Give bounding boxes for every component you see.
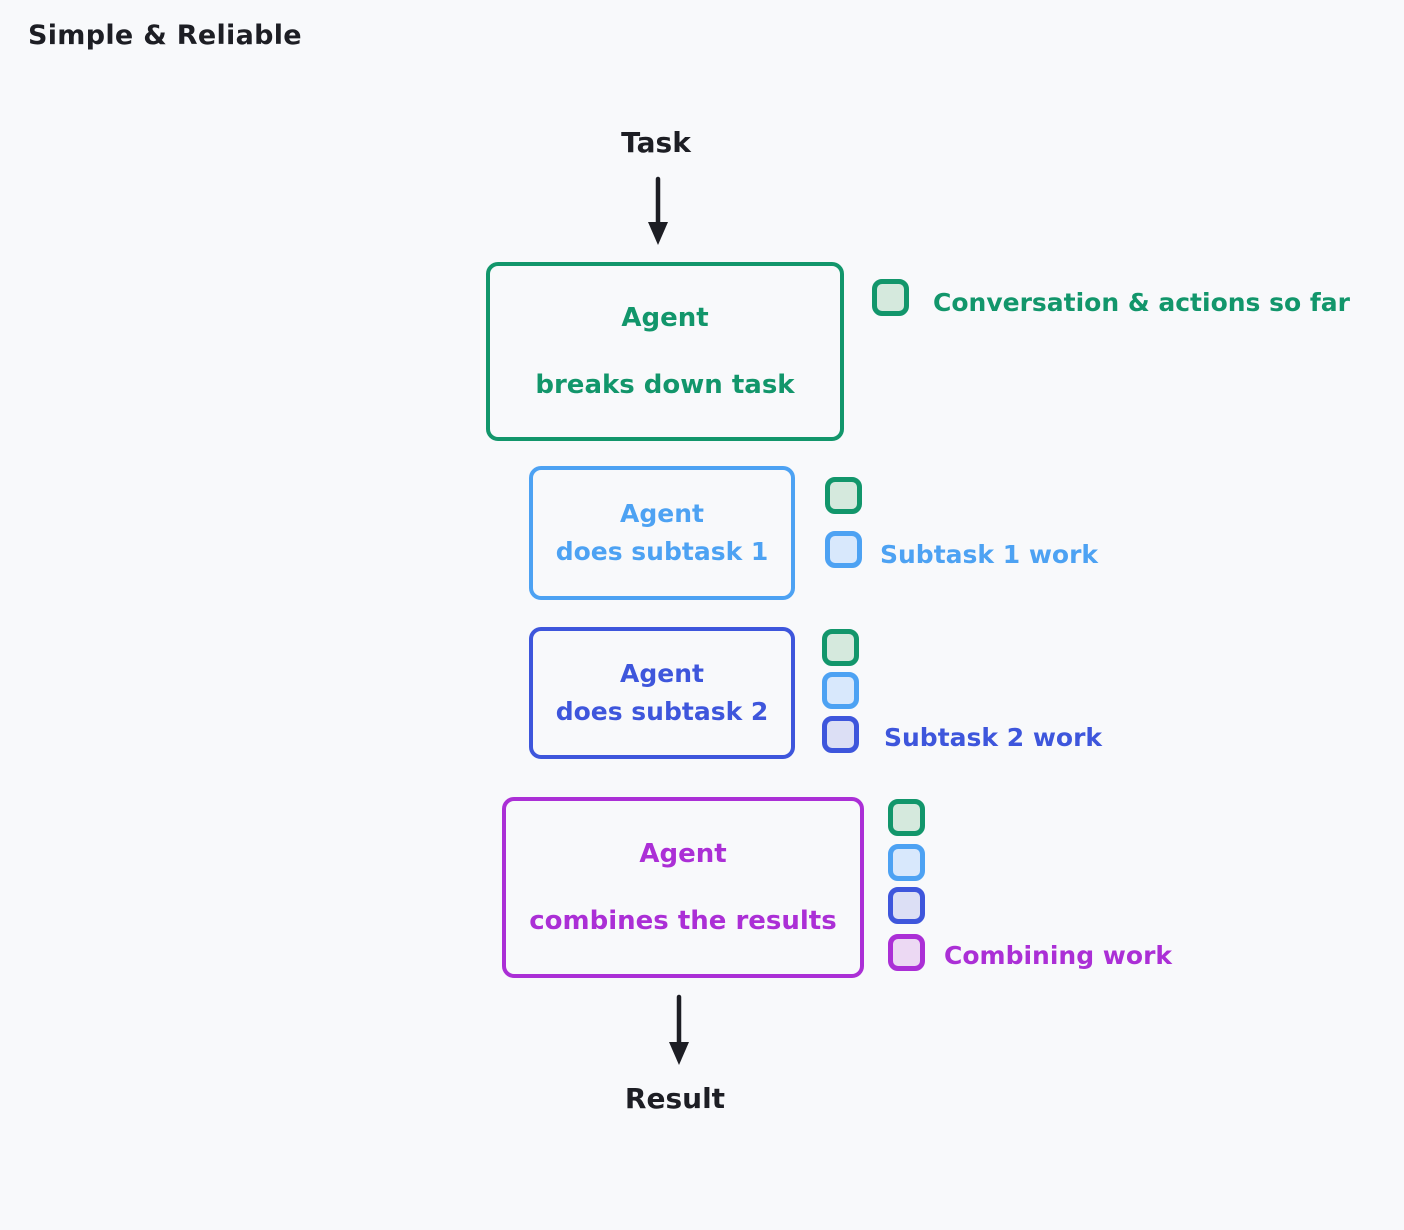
agent-breakdown-line2: breaks down task bbox=[535, 370, 795, 400]
diagram-title: Simple & Reliable bbox=[28, 20, 302, 51]
agent-subtask1-box: Agent does subtask 1 bbox=[529, 466, 795, 600]
agent-subtask2-box: Agent does subtask 2 bbox=[529, 627, 795, 759]
context-chip-conversation-icon bbox=[825, 477, 862, 514]
context-chip-conversation-icon bbox=[822, 629, 859, 666]
agent-breakdown-box: Agent breaks down task bbox=[486, 262, 844, 441]
legend-label-conversation: Conversation & actions so far bbox=[933, 288, 1350, 317]
legend-label-combining: Combining work bbox=[944, 941, 1173, 970]
context-chip-subtask1-icon bbox=[888, 844, 925, 881]
context-chip-conversation-icon bbox=[888, 799, 925, 836]
context-chip-subtask1-icon bbox=[822, 672, 859, 709]
agent-subtask1-line2: does subtask 1 bbox=[555, 537, 769, 566]
legend-label-subtask1: Subtask 1 work bbox=[880, 540, 1099, 569]
agent-breakdown-line1: Agent bbox=[621, 303, 709, 333]
down-arrow-icon bbox=[669, 994, 689, 1065]
context-chip-subtask2-icon bbox=[822, 716, 859, 753]
task-label: Task bbox=[621, 126, 691, 159]
down-arrow-icon bbox=[648, 176, 668, 245]
agent-subtask1-line1: Agent bbox=[620, 499, 704, 528]
agent-combine-line1: Agent bbox=[639, 838, 727, 869]
legend-label-subtask2: Subtask 2 work bbox=[884, 723, 1103, 752]
agent-subtask2-line2: does subtask 2 bbox=[555, 697, 769, 726]
context-chip-subtask2-icon bbox=[888, 887, 925, 924]
context-chip-conversation-icon bbox=[872, 279, 909, 316]
agent-combine-box: Agent combines the results bbox=[502, 797, 864, 978]
result-label: Result bbox=[624, 1082, 726, 1115]
agent-subtask2-line1: Agent bbox=[620, 659, 704, 688]
context-chip-subtask1-icon bbox=[825, 531, 862, 568]
context-chip-combining-icon bbox=[888, 934, 925, 971]
agent-combine-line2: combines the results bbox=[529, 906, 837, 937]
